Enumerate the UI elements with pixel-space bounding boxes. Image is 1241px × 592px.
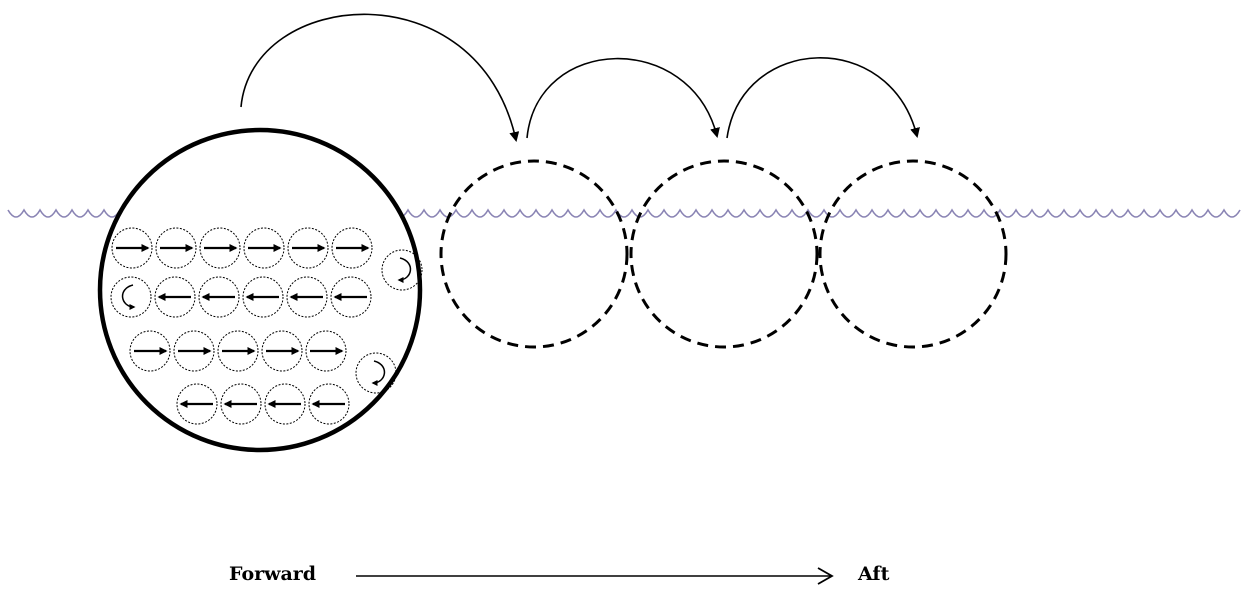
hop-arrow-1 — [240, 13, 520, 142]
turn-cell — [110, 276, 152, 318]
flow-cell — [111, 227, 153, 269]
turn-arrow-icon — [121, 284, 136, 310]
direction-arrowhead — [817, 567, 834, 585]
hop-arrow-3 — [726, 57, 920, 139]
flow-cell — [220, 383, 262, 425]
flow-cell — [173, 330, 215, 372]
flow-cell — [305, 330, 347, 372]
turn-arrow-icon — [371, 360, 386, 386]
ghost-circle-3 — [818, 159, 1008, 349]
flow-cell — [243, 227, 285, 269]
flow-cell — [198, 276, 240, 318]
aft-label: Aft — [858, 563, 890, 585]
flow-cell — [264, 383, 306, 425]
flow-cell — [287, 227, 329, 269]
turn-cell — [355, 352, 397, 394]
flow-cell — [129, 330, 171, 372]
flow-cell — [242, 276, 284, 318]
main-circle — [97, 127, 423, 453]
flow-cell — [217, 330, 259, 372]
main-circle-group — [97, 127, 423, 453]
ghost-circle-1 — [439, 159, 629, 349]
flow-cell — [176, 383, 218, 425]
turn-arrow-icon — [397, 257, 412, 283]
flow-cell — [199, 227, 241, 269]
flow-cell — [308, 383, 350, 425]
forward-label: Forward — [229, 563, 317, 585]
hop-arrows — [240, 13, 920, 142]
flow-cell — [154, 276, 196, 318]
circulation-cells — [110, 227, 423, 425]
hop-arrow-2 — [526, 57, 720, 139]
turn-cell — [381, 249, 423, 291]
flow-cell — [330, 276, 372, 318]
flow-cell — [331, 227, 373, 269]
flow-cell — [261, 330, 303, 372]
ghost-circle-2 — [629, 159, 819, 349]
ghost-positions — [439, 159, 1008, 349]
flow-cell — [155, 227, 197, 269]
flow-cell — [286, 276, 328, 318]
